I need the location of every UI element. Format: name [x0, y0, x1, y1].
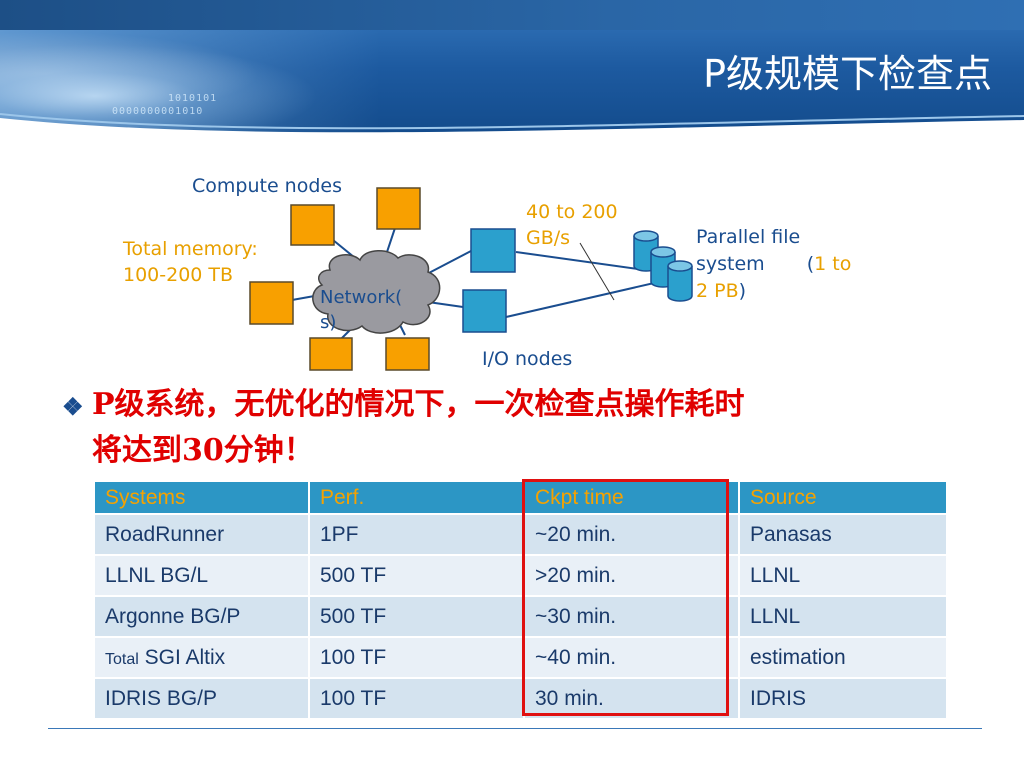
- cell-perf: 500 TF: [308, 595, 525, 638]
- system-prefix: Total: [105, 650, 139, 668]
- cell-source: LLNL: [738, 554, 948, 597]
- cell-system: RoadRunner: [93, 513, 310, 556]
- diamond-bullet-icon: ❖: [62, 392, 84, 421]
- header-ckpt-time: Ckpt time: [523, 480, 740, 515]
- filesystem-word: system: [696, 253, 765, 275]
- checkpoint-table: Systems Perf. Ckpt time Source RoadRunne…: [93, 480, 948, 720]
- cell-perf: 1PF: [308, 513, 525, 556]
- paren-open: (: [806, 253, 815, 275]
- cell-ckpt: >20 min.: [523, 554, 740, 597]
- paren-close: ): [738, 280, 747, 302]
- network-label-line2: s): [320, 312, 337, 333]
- network-label-line1: Network(: [320, 287, 403, 308]
- filesystem-label-line2: system (1 to: [696, 251, 851, 277]
- table-header-row: Systems Perf. Ckpt time Source: [93, 480, 948, 515]
- footer-divider: [48, 728, 982, 729]
- io-node-icon: [462, 289, 507, 333]
- compute-node-icon: [290, 204, 335, 246]
- bandwidth-label-line2: GB/s: [526, 227, 571, 249]
- header-systems: Systems: [93, 480, 310, 515]
- filesystem-label-line3: 2 PB): [696, 278, 746, 304]
- table-row: Argonne BG/P 500 TF ~30 min. LLNL: [93, 595, 948, 638]
- bandwidth-label-line1: 40 to 200: [526, 201, 618, 223]
- capacity-part2: 2 PB: [696, 280, 739, 302]
- table-row: LLNL BG/L 500 TF >20 min. LLNL: [93, 554, 948, 597]
- cell-perf: 100 TF: [308, 636, 525, 679]
- compute-node-icon: [249, 281, 294, 325]
- table-row: IDRIS BG/P 100 TF 30 min. IDRIS: [93, 677, 948, 720]
- memory-label-line1: Total memory:: [123, 238, 258, 260]
- memory-label-line2: 100-200 TB: [123, 264, 234, 286]
- cell-system: IDRIS BG/P: [93, 677, 310, 720]
- cell-system: Argonne BG/P: [93, 595, 310, 638]
- bullet-line2: 将达到30分钟！: [92, 433, 314, 468]
- cell-perf: 100 TF: [308, 677, 525, 720]
- filesystem-label-line1: Parallel file: [696, 226, 801, 248]
- header-wave: [0, 113, 1024, 150]
- compute-node-icon: [385, 337, 430, 371]
- table-row: Total SGI Altix 100 TF ~40 min. estimati…: [93, 636, 948, 679]
- table-row: RoadRunner 1PF ~20 min. Panasas: [93, 513, 948, 556]
- network-cloud-icon: [312, 250, 441, 334]
- system-name: SGI Altix: [144, 645, 226, 669]
- cell-source: IDRIS: [738, 677, 948, 720]
- bullet-line1: P级系统，无优化的情况下，一次检查点操作耗时: [92, 387, 745, 422]
- cell-source: Panasas: [738, 513, 948, 556]
- page-title: P级规模下检查点: [703, 52, 992, 96]
- compute-node-icon: [309, 337, 353, 371]
- ckpt-time-highlight: [522, 479, 729, 716]
- storage-disk-icon: [633, 230, 693, 302]
- cell-perf: 500 TF: [308, 554, 525, 597]
- cell-system: Total SGI Altix: [93, 636, 310, 679]
- io-node-icon: [470, 228, 516, 273]
- header-source: Source: [738, 480, 948, 515]
- header-artwork: [0, 30, 380, 140]
- compute-nodes-label: Compute nodes: [192, 175, 342, 197]
- cell-ckpt: ~30 min.: [523, 595, 740, 638]
- cell-source: LLNL: [738, 595, 948, 638]
- capacity-part1: 1 to: [814, 253, 852, 275]
- header-perf: Perf.: [308, 480, 525, 515]
- binary-text-2: 0000000001010: [112, 106, 204, 117]
- cell-system: LLNL BG/L: [93, 554, 310, 597]
- binary-text-1: 1010101: [168, 93, 218, 104]
- top-band: [0, 0, 1024, 30]
- compute-node-icon: [376, 187, 421, 230]
- cell-ckpt: ~40 min.: [523, 636, 740, 679]
- cell-source: estimation: [738, 636, 948, 679]
- cell-ckpt: 30 min.: [523, 677, 740, 720]
- io-nodes-label: I/O nodes: [482, 348, 573, 370]
- cell-ckpt: ~20 min.: [523, 513, 740, 556]
